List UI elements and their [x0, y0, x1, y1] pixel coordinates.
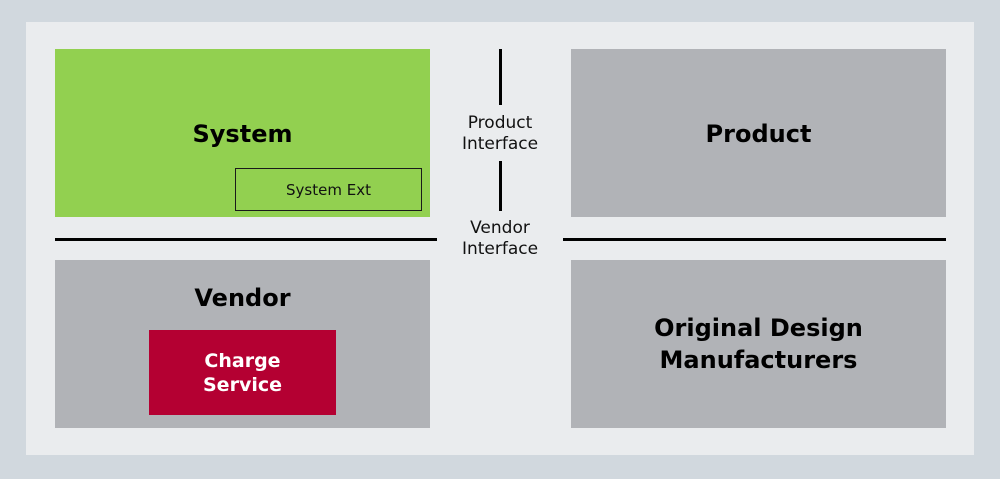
vendor-interface-line1: Vendor: [470, 218, 530, 238]
charge-service-box: Charge Service: [149, 330, 336, 415]
product-interface-line-top: [499, 49, 502, 105]
odm-label-line2: Manufacturers: [659, 346, 858, 374]
system-ext-box: System Ext: [235, 168, 422, 211]
odm-box: Original Design Manufacturers: [571, 260, 946, 428]
charge-service-label-line1: Charge: [204, 349, 281, 372]
system-label: System: [192, 120, 293, 148]
product-interface-line2: Interface: [461, 134, 539, 154]
vendor-interface-line-left: [55, 238, 437, 241]
vendor-interface-label: Vendor Interface: [440, 218, 560, 260]
odm-label-line1: Original Design: [654, 314, 863, 342]
charge-service-label-line2: Service: [203, 373, 282, 396]
vendor-box: Vendor: [55, 260, 430, 428]
system-ext-label: System Ext: [286, 180, 371, 199]
product-label: Product: [705, 120, 812, 148]
vendor-interface-line2: Interface: [461, 239, 539, 259]
product-interface-label: Product Interface: [440, 113, 560, 155]
product-interface-line-bottom: [499, 161, 502, 211]
vendor-interface-line-right: [563, 238, 946, 241]
product-interface-line1: Product: [467, 113, 533, 133]
system-box: System: [55, 49, 430, 217]
vendor-label: Vendor: [194, 284, 291, 312]
product-box: Product: [571, 49, 946, 217]
